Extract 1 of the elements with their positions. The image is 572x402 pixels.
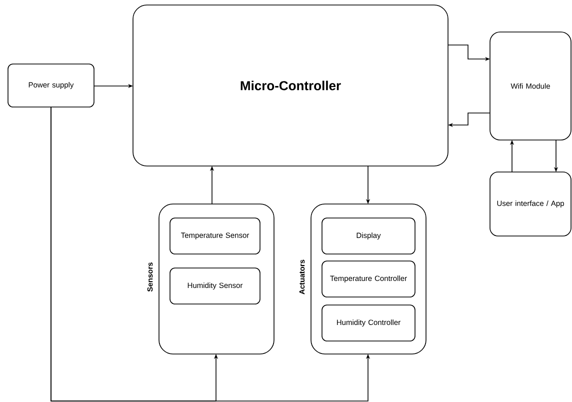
controller-box: Micro-Controller bbox=[132, 4, 448, 166]
